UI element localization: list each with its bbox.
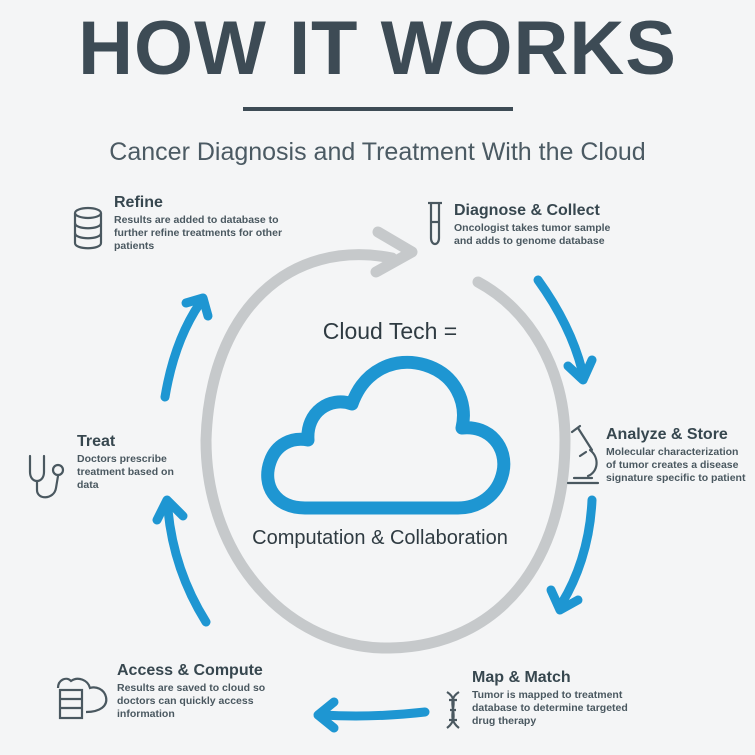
step-treat-title: Treat xyxy=(77,433,116,450)
step-map-match-description: Tumor is mapped to treatment database to… xyxy=(472,689,628,727)
step-treat-description: Doctors prescribe treatment based on dat… xyxy=(77,453,174,491)
center-heading: Cloud Tech = xyxy=(322,318,458,344)
database-icon xyxy=(73,206,103,250)
microscope-icon xyxy=(566,424,600,485)
step-refine-title: Refine xyxy=(114,194,163,211)
cycle-ring xyxy=(200,249,571,654)
step-access-compute-description: Results are saved to cloud so doctors ca… xyxy=(117,682,266,720)
step-treat: Treat Doctors prescribe treatment based … xyxy=(77,432,177,492)
step-analyze-store: Analyze & Store Molecular characterizati… xyxy=(606,425,748,485)
cloud-icon xyxy=(261,355,511,515)
step-diagnose-collect-title: Diagnose & Collect xyxy=(454,202,600,219)
step-diagnose-collect: Diagnose & Collect Oncologist takes tumo… xyxy=(454,201,622,248)
stethoscope-icon xyxy=(28,454,65,499)
step-access-compute-title: Access & Compute xyxy=(117,662,263,679)
step-analyze-store-title: Analyze & Store xyxy=(606,426,728,443)
arrow-access-to-treat xyxy=(152,495,211,627)
arrow-map-to-access xyxy=(313,697,430,733)
step-diagnose-collect-description: Oncologist takes tumor sample and adds t… xyxy=(454,222,611,247)
step-refine-description: Results are added to database to further… xyxy=(114,214,283,252)
page-title: HOW IT WORKS xyxy=(78,6,677,91)
arrow-analyze-to-map xyxy=(546,495,597,615)
title-divider xyxy=(243,107,513,111)
center-caption: Computation & Collaboration xyxy=(252,527,508,549)
step-refine: Refine Results are added to database to … xyxy=(114,193,284,253)
arrow-collect-to-analyze xyxy=(533,275,597,385)
step-access-compute: Access & Compute Results are saved to cl… xyxy=(117,661,297,721)
cloud-server-icon xyxy=(56,677,108,720)
dna-icon xyxy=(446,691,460,729)
step-analyze-store-description: Molecular characterization of tumor crea… xyxy=(606,446,746,484)
ring-arrowhead xyxy=(370,226,418,278)
step-map-match-title: Map & Match xyxy=(472,669,571,686)
step-map-match: Map & Match Tumor is mapped to treatment… xyxy=(472,668,632,728)
arrow-treat-to-refine xyxy=(160,293,213,402)
test-tube-icon xyxy=(428,201,442,246)
page-subtitle: Cancer Diagnosis and Treatment With the … xyxy=(109,138,646,166)
